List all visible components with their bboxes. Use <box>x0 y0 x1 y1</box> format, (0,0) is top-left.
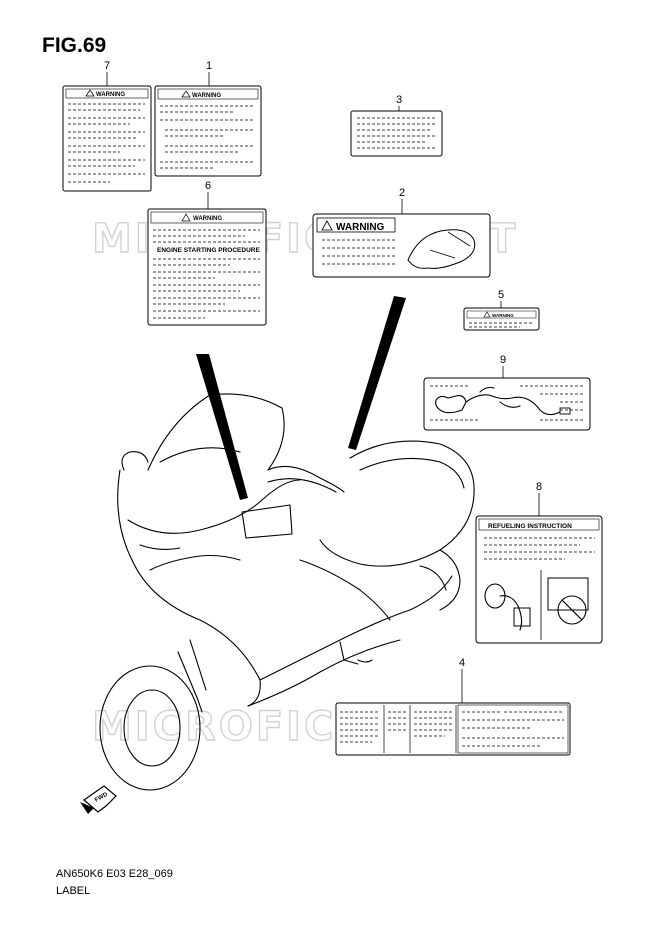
warning-triangle-icon <box>181 213 191 222</box>
callout-9: 9 <box>500 354 506 366</box>
label-2-warning: WARNING <box>336 222 385 233</box>
callout-1: 1 <box>206 60 212 72</box>
callout-7: 7 <box>104 60 110 72</box>
label-7: 7 WARNING <box>62 60 152 192</box>
label-5-warning: WARNING <box>492 313 514 318</box>
warning-triangle-icon <box>483 311 491 318</box>
scooter-sketch-icon <box>407 229 476 269</box>
label-5: 5 WARNING <box>463 289 540 331</box>
warning-triangle-icon <box>85 89 95 97</box>
label-6: 6 WARNING ENGINE STARTING PROCEDURE <box>147 180 267 326</box>
pointer-wedge-right <box>348 296 406 450</box>
label-8-heading: REFUELING INSTRUCTION <box>488 523 572 530</box>
label-1: 1 WARNING <box>154 60 262 177</box>
callout-5: 5 <box>498 289 504 301</box>
warning-triangle-icon <box>321 220 333 231</box>
callout-6: 6 <box>205 180 211 192</box>
model-code: AN650K6 E03 E28_069 <box>56 868 173 880</box>
pointer-wedge-left <box>196 354 248 500</box>
callout-3: 3 <box>396 94 402 106</box>
label-6-heading: ENGINE STARTING PROCEDURE <box>157 247 260 254</box>
label-3: 3 <box>350 94 443 157</box>
label-1-warning: WARNING <box>192 93 221 99</box>
label-9: 9 <box>423 354 591 431</box>
figure-caption: LABEL <box>56 885 91 897</box>
scooter-illustration <box>99 393 475 791</box>
fuel-pump-icon <box>547 577 589 611</box>
label-4: 4 <box>335 657 571 756</box>
no-fill-icon <box>557 595 587 625</box>
label-6-warning: WARNING <box>193 216 222 222</box>
front-wheel <box>99 665 201 791</box>
callout-2: 2 <box>399 187 405 199</box>
label-8: 8 REFUELING INSTRUCTION <box>475 481 603 644</box>
warning-triangle-icon <box>181 90 191 98</box>
callout-8: 8 <box>536 481 542 493</box>
fwd-arrow: FWD <box>80 785 117 814</box>
label-2: 2 WARNING <box>312 187 491 278</box>
callout-4: 4 <box>459 657 465 669</box>
label-7-warning: WARNING <box>96 92 125 98</box>
figure-title: FIG.69 <box>42 34 107 57</box>
